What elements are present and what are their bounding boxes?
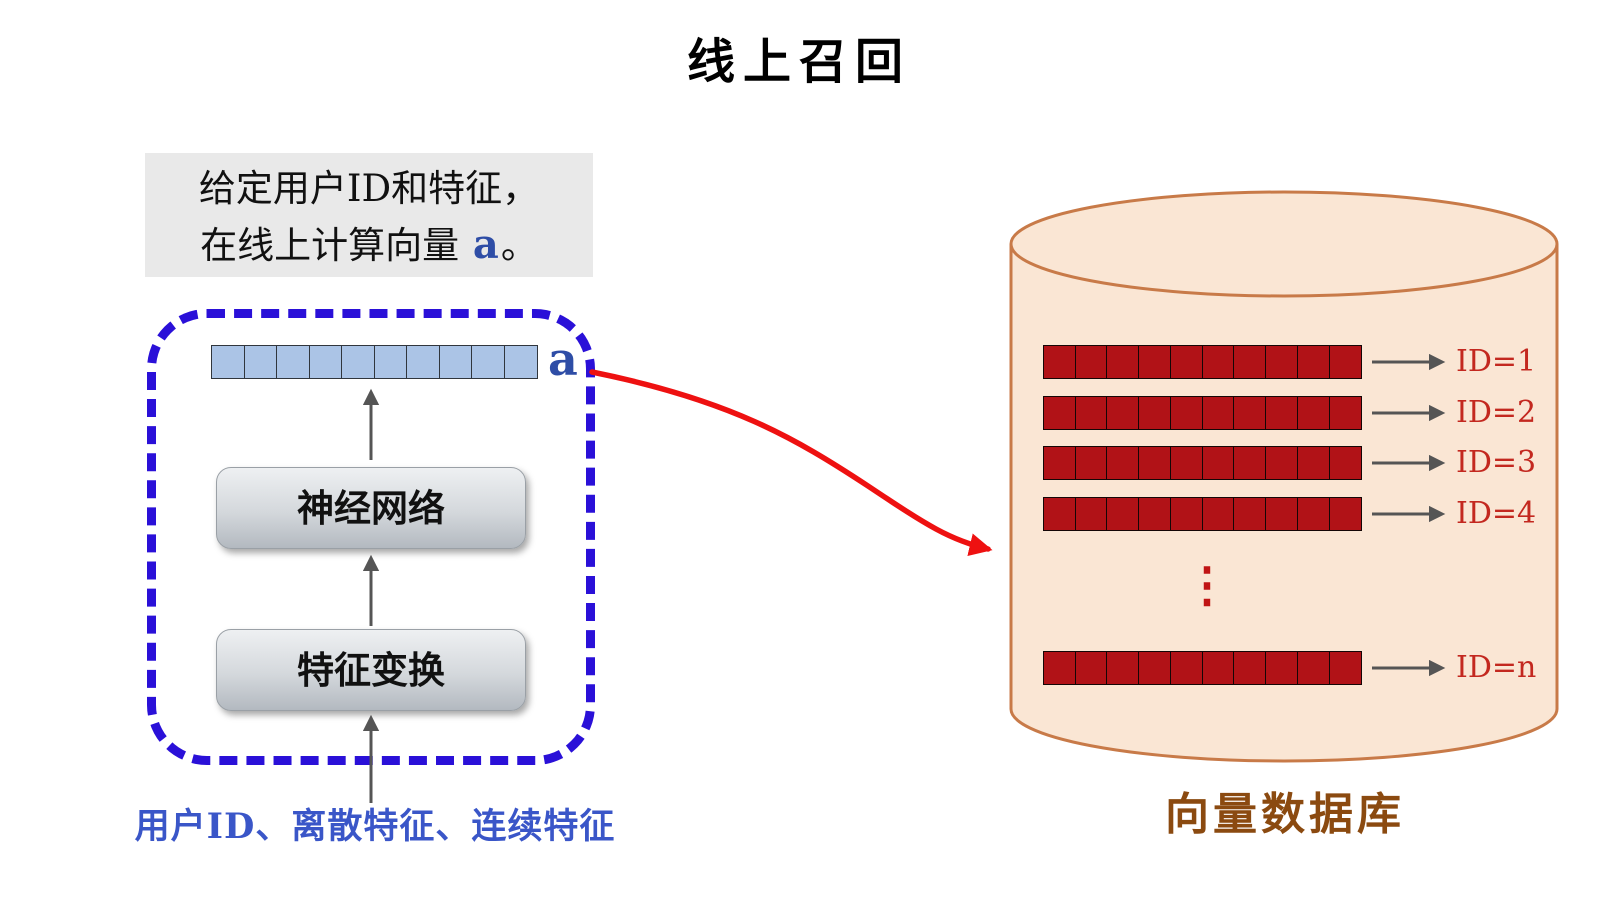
vector-cell: [438, 345, 473, 379]
db-vector-row-n: [1043, 651, 1362, 685]
vector-cell: [471, 345, 506, 379]
query-vector: [211, 345, 539, 379]
vector-cell: [1074, 651, 1109, 685]
vector-cell: [308, 345, 343, 379]
vector-cell: [1201, 345, 1235, 379]
feature-transform-box: 特征变换: [216, 629, 526, 711]
db-row-id-3: ID=3: [1456, 445, 1537, 480]
vector-cell: [1233, 651, 1267, 685]
vector-cell: [1296, 396, 1331, 430]
vector-cell: [1169, 446, 1204, 480]
vector-cell: [1074, 345, 1109, 379]
query-vector-label: a: [548, 332, 578, 386]
vector-cell: [1201, 446, 1235, 480]
vector-cell: [1043, 651, 1077, 685]
neural-network-box: 神经网络: [216, 467, 526, 549]
db-vector-row-1: [1043, 345, 1362, 379]
vector-cell: [1233, 497, 1267, 531]
vector-cell: [1169, 497, 1204, 531]
vector-cell: [373, 345, 408, 379]
vector-cell: [1169, 345, 1204, 379]
db-vector-row-4: [1043, 497, 1362, 531]
vector-cell: [1138, 651, 1172, 685]
vector-cell: [1106, 446, 1140, 480]
vector-cell: [211, 345, 246, 379]
db-vector-row-2: [1043, 396, 1362, 430]
vector-cell: [1328, 497, 1362, 531]
vector-cell: [1265, 396, 1299, 430]
note-line2-text: 在线上计算向量: [200, 224, 471, 267]
vector-cell: [1138, 345, 1172, 379]
page-title: 线上召回: [686, 34, 911, 90]
vector-cell: [1296, 345, 1331, 379]
vector-cell: [1233, 396, 1267, 430]
db-row-id-1: ID=1: [1456, 344, 1537, 379]
vector-cell: [1074, 497, 1109, 531]
db-vector-row-3: [1043, 446, 1362, 480]
vector-cell: [1074, 446, 1109, 480]
vector-cell: [1043, 446, 1077, 480]
vector-cell: [1138, 497, 1172, 531]
cylinder-top: [1009, 190, 1559, 298]
vector-cell: [341, 345, 376, 379]
vector-cell: [1043, 497, 1077, 531]
query-to-database-arrow: [589, 369, 993, 556]
vector-cell: [1169, 651, 1204, 685]
vector-cell: [243, 345, 278, 379]
vector-cell: [1169, 396, 1204, 430]
vector-cell: [1265, 446, 1299, 480]
feature-transform-label: 特征变换: [297, 648, 445, 692]
note-line1: 给定用户ID和特征，: [145, 161, 593, 217]
vector-cell: [1233, 446, 1267, 480]
note-box: 给定用户ID和特征， 在线上计算向量 a。: [145, 153, 593, 277]
db-row-id-4: ID=4: [1456, 496, 1537, 531]
vector-cell: [1106, 651, 1140, 685]
vector-cell: [1138, 396, 1172, 430]
vector-cell: [1106, 497, 1140, 531]
vector-cell: [1328, 651, 1362, 685]
vector-cell: [1201, 651, 1235, 685]
vector-cell: [1265, 651, 1299, 685]
vector-cell: [1074, 396, 1109, 430]
db-row-id-n: ID=n: [1456, 650, 1537, 685]
db-row-id-2: ID=2: [1456, 395, 1537, 430]
db-title: 向量数据库: [1165, 789, 1405, 840]
vector-cell: [1328, 446, 1362, 480]
vector-cell: [1043, 345, 1077, 379]
vector-cell: [1106, 396, 1140, 430]
vector-cell: [1233, 345, 1267, 379]
vector-cell: [1201, 497, 1235, 531]
note-line2: 在线上计算向量 a。: [145, 217, 593, 274]
vector-cell: [1138, 446, 1172, 480]
vector-cell: [1296, 497, 1331, 531]
vector-cell: [1043, 396, 1077, 430]
vector-cell: [1296, 651, 1331, 685]
vector-cell: [276, 345, 311, 379]
vector-cell: [1106, 345, 1140, 379]
note-line1-text: 给定用户ID和特征，: [198, 167, 540, 210]
vector-cell: [1201, 396, 1235, 430]
db-ellipsis: ⋮: [1183, 557, 1231, 613]
vector-cell: [503, 345, 539, 379]
vector-cell: [1265, 345, 1299, 379]
vector-cell: [1328, 345, 1362, 379]
vector-cell: [1296, 446, 1331, 480]
vector-cell: [1328, 396, 1362, 430]
note-line2-suffix: 。: [500, 224, 538, 267]
neural-network-label: 神经网络: [297, 486, 445, 530]
vector-cell: [1265, 497, 1299, 531]
inputs-label: 用户ID、离散特征、连续特征: [134, 806, 616, 847]
vector-cell: [406, 345, 441, 379]
note-vector-symbol: a: [472, 221, 499, 268]
